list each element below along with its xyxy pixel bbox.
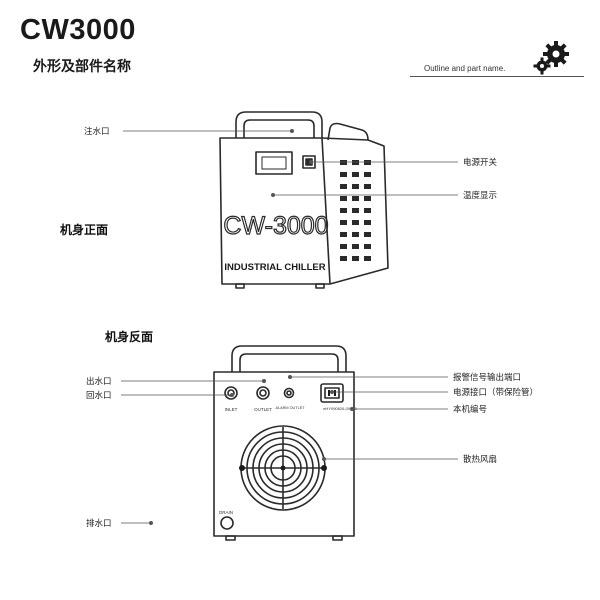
port-alarm-text: ALARM OUTLET — [275, 406, 305, 410]
page-subtitle: 外形及部件名称 — [33, 59, 131, 75]
front-section-title: 机身正面 — [60, 223, 109, 237]
label-power-socket: 电源接口（带保险管） — [453, 388, 539, 398]
back-section-title: 机身反面 — [105, 330, 154, 344]
label-fan: 散热风扇 — [463, 455, 498, 465]
label-return: 回水口 — [86, 391, 112, 401]
port-drain-text: DRAIN — [219, 510, 233, 515]
side-vent-grid — [340, 160, 371, 261]
gears-icon — [533, 41, 569, 75]
port-inlet-text: INLET — [225, 407, 238, 412]
serial-number-text: eHY090826-00130 — [323, 406, 357, 411]
panel-caption-text: INDUSTRIAL CHILLER — [224, 262, 325, 273]
subtitle-english: Outline and part name. — [424, 64, 506, 73]
panel-model-text: CW-3000 — [223, 212, 328, 240]
header-rule — [410, 76, 584, 77]
label-power-switch: 电源开关 — [463, 158, 498, 168]
label-serial-no: 本机编号 — [453, 405, 488, 415]
label-water-inlet: 注水口 — [84, 127, 110, 137]
label-outlet: 出水口 — [86, 377, 112, 387]
port-outlet-text: OUTLET — [254, 407, 272, 412]
model-title: CW3000 — [20, 14, 136, 46]
label-temp-display: 温度显示 — [463, 191, 498, 201]
label-drain: 排水口 — [86, 519, 112, 529]
label-alarm-port: 报警信号输出端口 — [453, 373, 522, 383]
